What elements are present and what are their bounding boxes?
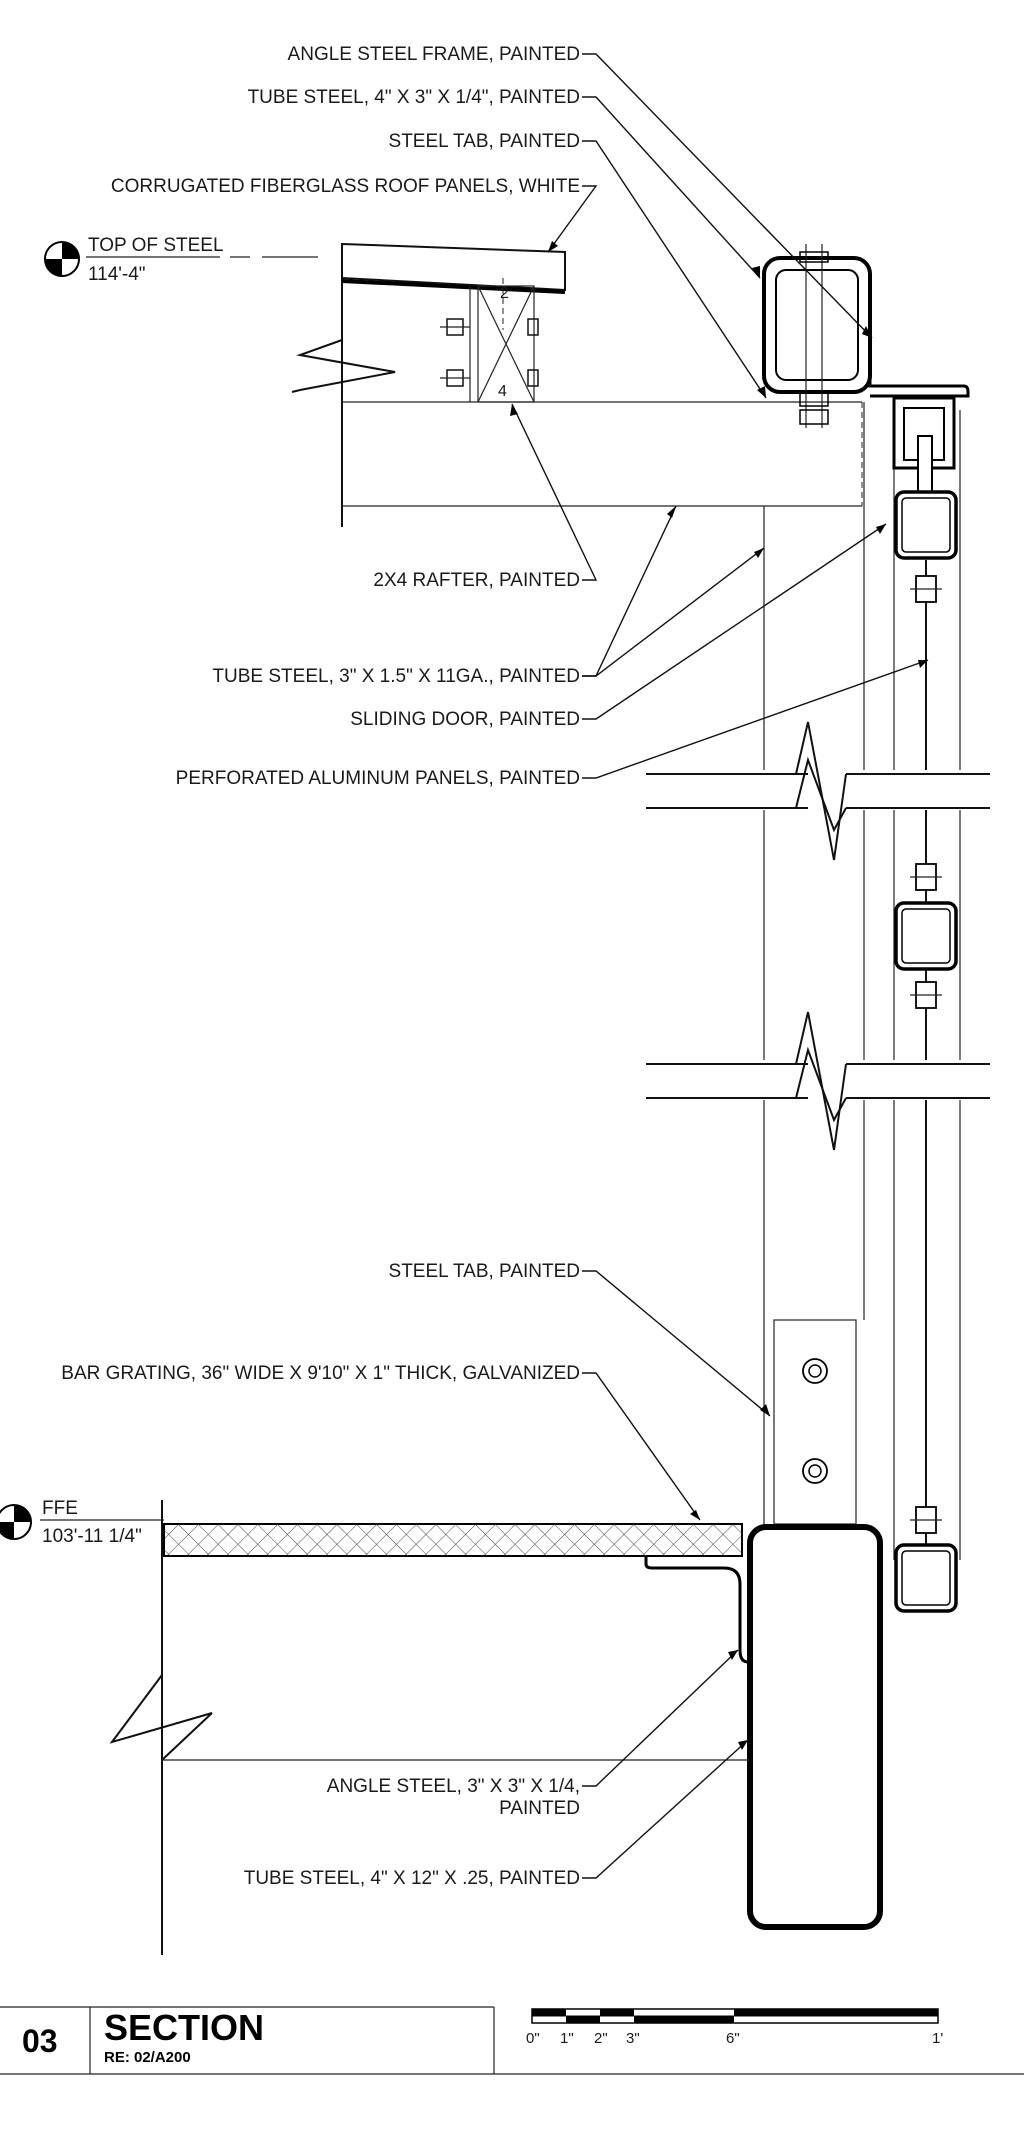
note-rafter: 2X4 RAFTER, PAINTED: [373, 570, 580, 591]
scale-label-6: 6": [726, 2030, 740, 2047]
rafter-width-mark: 4: [498, 383, 507, 400]
scale-label-1: 1": [560, 2030, 574, 2047]
detail-reference: RE: 02/A200: [104, 2049, 191, 2066]
annotations: ANGLE STEEL FRAME, PAINTED TUBE STEEL, 4…: [61, 44, 580, 1889]
angle-steel-frame: [762, 244, 970, 493]
note-tube-3x1-5: TUBE STEEL, 3" X 1.5" X 11GA., PAINTED: [212, 666, 580, 687]
panel-clip-icon: [910, 575, 942, 1534]
scale-label-0: 0": [526, 2030, 540, 2047]
scale-label-2: 2": [594, 2030, 608, 2047]
leader-lines: [510, 53, 929, 1879]
column-lines: [763, 402, 961, 1560]
note-perforated-panels: PERFORATED ALUMINUM PANELS, PAINTED: [176, 768, 580, 789]
scale-label-1ft: 1': [932, 2030, 943, 2047]
note-angle-3x3-line1: ANGLE STEEL, 3" X 3" X 1/4,: [327, 1776, 580, 1797]
roof-assembly: 2 4 TOP OF STEEL 114'-4": [44, 235, 862, 527]
break-lines: [640, 721, 990, 1151]
bolt-icon: [440, 318, 539, 387]
detail-number: 03: [22, 2023, 58, 2059]
note-angle-frame: ANGLE STEEL FRAME, PAINTED: [288, 44, 580, 65]
bolt-icon: [802, 1358, 828, 1484]
ffe-elevation: 103'-11 1/4": [42, 1526, 142, 1547]
title-block: 03 SECTION RE: 02/A200: [0, 2006, 1024, 2075]
note-steel-tab-top: STEEL TAB, PAINTED: [389, 131, 580, 152]
note-roof-panels: CORRUGATED FIBERGLASS ROOF PANELS, WHITE: [111, 176, 580, 197]
note-sliding-door: SLIDING DOOR, PAINTED: [350, 709, 580, 730]
note-steel-tab-bottom: STEEL TAB, PAINTED: [389, 1261, 580, 1282]
scale-bar: 0" 1" 2" 3" 6" 1': [526, 2008, 943, 2047]
sliding-door-tubes: [894, 490, 958, 1613]
note-bar-grating: BAR GRATING, 36" WIDE X 9'10" X 1" THICK…: [61, 1363, 580, 1384]
top-of-steel-elevation: 114'-4": [88, 264, 146, 285]
level-marker-icon: [0, 1504, 32, 1540]
detail-title: SECTION: [104, 2007, 264, 2048]
level-marker-icon: [44, 241, 80, 277]
floor-assembly: FFE 103'-11 1/4": [0, 1319, 883, 1955]
ffe-label: FFE: [42, 1498, 78, 1519]
scale-label-3: 3": [626, 2030, 640, 2047]
note-tube-4x12: TUBE STEEL, 4" X 12" X .25, PAINTED: [244, 1868, 580, 1889]
note-tube-4x3: TUBE STEEL, 4" X 3" X 1/4", PAINTED: [248, 87, 580, 108]
top-of-steel-label: TOP OF STEEL: [88, 235, 224, 256]
rafter-depth-mark: 2: [500, 285, 509, 302]
note-angle-3x3-line2: PAINTED: [499, 1798, 580, 1819]
